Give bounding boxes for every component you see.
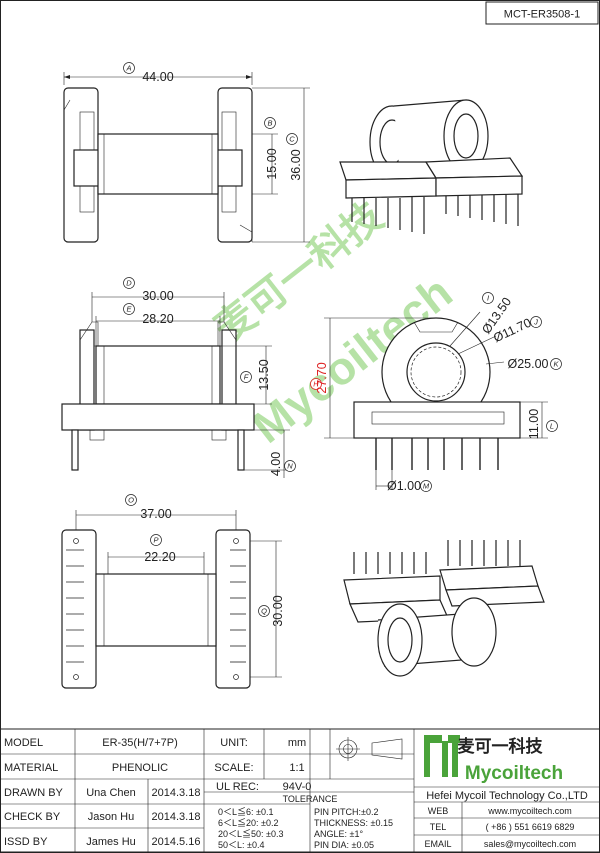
svg-text:11.00: 11.00 (527, 409, 541, 439)
bottom-core-tube (95, 573, 217, 647)
issued-by-name: James Hu (86, 836, 136, 848)
dim-N: N 4.00 (269, 452, 296, 476)
svg-text:I: I (487, 294, 489, 303)
company-logo: 麦可一科技 Mycoiltech (424, 735, 563, 784)
svg-text:37.00: 37.00 (140, 507, 171, 521)
svg-text:Q: Q (261, 607, 267, 616)
dim-K: Ø25.00 K (507, 357, 562, 371)
top-core-tube (97, 133, 219, 195)
dim-H: H 27.70 (310, 362, 329, 394)
scale-label: SCALE: (214, 762, 253, 774)
svg-text:4.00: 4.00 (269, 452, 283, 476)
ul-label: UL REC: (216, 781, 259, 793)
company-name: Hefei Mycoil Technology Co.,LTD (426, 790, 588, 802)
svg-text:15.00: 15.00 (265, 148, 279, 179)
material-value: PHENOLIC (112, 762, 168, 774)
ul-value: 94V-0 (283, 781, 312, 793)
title-block: MODEL ER-35(H/7+7P) MATERIAL PHENOLIC DR… (0, 728, 600, 853)
dim-D: D 30.00 (123, 277, 174, 303)
svg-text:28.20: 28.20 (142, 312, 173, 326)
svg-text:E: E (126, 305, 132, 314)
email-value: sales@mycoiltech.com (484, 839, 576, 849)
svg-text:F: F (244, 373, 249, 382)
svg-text:A: A (125, 64, 131, 73)
unit-value: mm (288, 737, 306, 749)
dim-O: O 37.00 (125, 494, 172, 521)
front-view: D 30.00 E 28.20 F 13.50 N 4.00 (61, 277, 296, 478)
material-label: MATERIAL (4, 762, 58, 774)
dim-B: B 15.00 (264, 117, 279, 180)
dim-A: A 44.00 (123, 62, 174, 84)
bottom-right-flange (215, 529, 251, 689)
svg-text:H: H (313, 380, 319, 389)
logo-en: Mycoiltech (465, 763, 563, 784)
svg-text:30.00: 30.00 (142, 289, 173, 303)
svg-text:30.00: 30.00 (271, 595, 285, 626)
svg-text:J: J (533, 318, 538, 327)
svg-text:B: B (267, 119, 272, 128)
svg-text:K: K (553, 360, 559, 369)
front-pin-rail (61, 403, 255, 431)
dim-E: E 28.20 (123, 303, 174, 326)
unit-label: UNIT: (220, 737, 248, 749)
svg-text:Ø1.00: Ø1.00 (387, 479, 421, 493)
dim-F: F 13.50 (240, 359, 271, 391)
projection-symbol (336, 737, 403, 761)
svg-text:O: O (128, 496, 134, 505)
front-core-tube (95, 345, 221, 405)
issued-by-label: ISSD BY (4, 836, 48, 848)
svg-text:44.00: 44.00 (142, 70, 173, 84)
pin-pitch: PIN PITCH:±0.2 (314, 807, 378, 817)
email-label: EMAIL (424, 839, 451, 849)
model-label: MODEL (4, 737, 43, 749)
web-label: WEB (428, 806, 449, 816)
tel-value: ( +86 ) 551 6619 6829 (486, 822, 575, 832)
issued-by-date: 2014.5.16 (152, 836, 201, 848)
drawing-number-box: MCT-ER3508-1 (485, 1, 599, 25)
angle: ANGLE: ±1° (314, 829, 363, 839)
drawn-by-name: Una Chen (86, 787, 136, 799)
drawn-by-label: DRAWN BY (4, 787, 64, 799)
scale-value: 1:1 (289, 762, 304, 774)
tolerance-4: 50＜L: ±0.4 (218, 840, 264, 850)
check-by-label: CHECK BY (4, 811, 61, 823)
top-view: A 44.00 B 15.00 C 36.00 (63, 62, 310, 243)
svg-text:N: N (287, 462, 293, 471)
side-pin-header (353, 401, 521, 439)
check-by-date: 2014.3.18 (152, 811, 201, 823)
drawing-number: MCT-ER3508-1 (504, 9, 580, 21)
svg-text:22.20: 22.20 (144, 550, 175, 564)
check-by-name: Jason Hu (88, 811, 134, 823)
isometric-view-1 (339, 99, 524, 234)
tolerance-1: 0＜L≦6: ±0.1 (218, 806, 273, 817)
dim-P: P 22.20 (144, 534, 176, 564)
tel-label: TEL (430, 822, 447, 832)
bottom-left-flange (61, 529, 97, 689)
dim-L: 11.00 L (527, 409, 558, 439)
svg-text:27.70: 27.70 (315, 362, 329, 393)
tolerance-3: 20＜L≦50: ±0.3 (218, 828, 283, 839)
logo-cn: 麦可一科技 (458, 736, 544, 756)
web-value: www.mycoiltech.com (487, 806, 572, 816)
tolerance-2: 6＜L≦20: ±0.2 (218, 817, 278, 828)
svg-text:36.00: 36.00 (289, 149, 303, 180)
dim-M: Ø1.00 M (387, 479, 432, 493)
pin-dia: PIN DIA: ±0.05 (314, 840, 374, 850)
svg-text:Ø25.00: Ø25.00 (507, 357, 548, 371)
model-value: ER-35(H/7+7P) (102, 737, 178, 749)
svg-text:C: C (289, 135, 295, 144)
svg-text:M: M (423, 482, 430, 491)
dim-C: C 36.00 (286, 133, 303, 181)
svg-text:D: D (126, 279, 132, 288)
svg-text:L: L (550, 422, 554, 431)
svg-text:13.50: 13.50 (257, 359, 271, 390)
tolerance-label: TOLERANCE (283, 794, 338, 804)
isometric-view-2 (343, 540, 545, 677)
bottom-view: O 37.00 P 22.20 Q 30.00 (61, 494, 285, 689)
svg-text:P: P (153, 536, 158, 545)
thickness: THICKNESS: ±0.15 (314, 818, 393, 828)
dim-Q: Q 30.00 (258, 595, 285, 627)
drawn-by-date: 2014.3.18 (152, 787, 201, 799)
